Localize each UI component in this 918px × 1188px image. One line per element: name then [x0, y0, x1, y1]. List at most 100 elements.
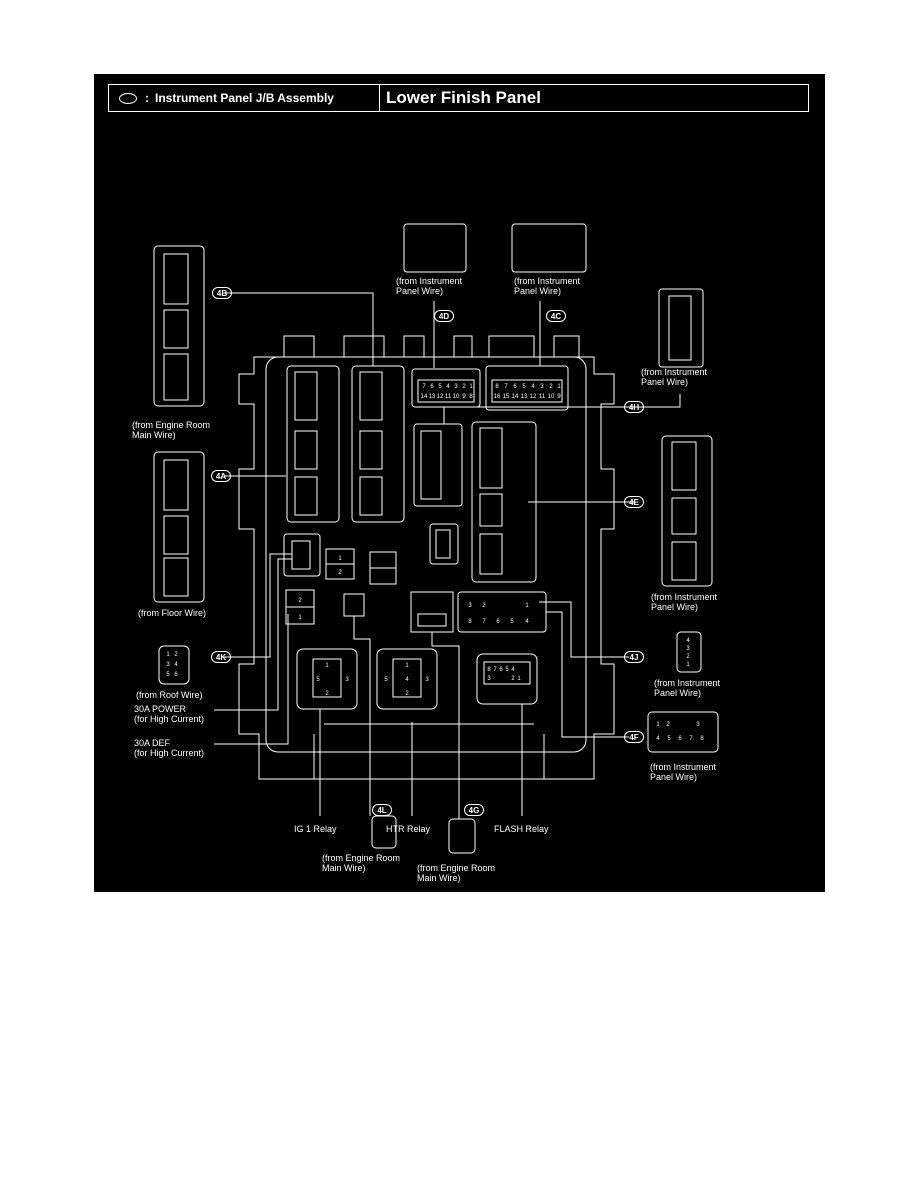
- badge-4a: 4A: [211, 470, 231, 482]
- c4d-pin: 14: [421, 394, 428, 400]
- c4d-pin: 4: [446, 384, 450, 390]
- c4c-pin: 1: [557, 384, 561, 390]
- c4d-pin: 5: [438, 384, 442, 390]
- relay-htr-pin: 3: [425, 677, 429, 683]
- relay-ig1-pin: 5: [316, 677, 320, 683]
- relay-flash-pin: 1: [517, 676, 521, 682]
- jb-4f-socket-pin: 4: [525, 619, 529, 625]
- relay-ig1-pin: 1: [325, 663, 329, 669]
- relay-htr-pin: 1: [405, 663, 409, 669]
- c4k-pin: 2: [174, 652, 178, 658]
- c4j-pin: 3: [686, 646, 690, 652]
- relay-flash-pin: 5: [505, 667, 509, 673]
- legend-box: : Instrument Panel J/B Assembly: [108, 84, 380, 112]
- c4k-pin: 1: [166, 652, 170, 658]
- c4c-pin: 12: [530, 394, 537, 400]
- badge-4f: 4F: [624, 731, 644, 743]
- badge-4b: 4B: [212, 287, 232, 299]
- c4c-pin: 2: [549, 384, 553, 390]
- c4j-pin: 4: [686, 638, 690, 644]
- junction-block-diagram: 1 5 3 2 1 5 4 3 2 8 7 6 5 4 3 2 1 1 2 3 …: [94, 74, 825, 892]
- c4j-pin: 1: [686, 662, 690, 668]
- badge-4j: 4J: [624, 651, 644, 663]
- small-fuse-a-pin: 1: [338, 556, 342, 562]
- label-ig1-relay: IG 1 Relay: [294, 824, 337, 834]
- relay-ig1-pin: 3: [345, 677, 349, 683]
- relay-flash-pin: 6: [499, 667, 503, 673]
- c4f-pin: 3: [696, 722, 700, 728]
- relay-htr: [376, 648, 438, 710]
- c4c-pin: 13: [521, 394, 528, 400]
- jb-4f-socket-pin: 6: [496, 619, 500, 625]
- legend-colon: :: [145, 91, 149, 105]
- badge-4h: 4H: [624, 401, 644, 413]
- c4d-pin: 12: [437, 394, 444, 400]
- relay-flash-pin: 3: [487, 676, 491, 682]
- badge-4e: 4E: [624, 496, 644, 508]
- location-title-box: Lower Finish Panel: [379, 84, 809, 112]
- c4f-pin: 4: [656, 736, 660, 742]
- junction-block-symbol-icon: [119, 92, 137, 104]
- legend-text: Instrument Panel J/B Assembly: [155, 91, 334, 105]
- c4k-pin: 5: [166, 672, 170, 678]
- jb-4f-socket-pin: 1: [525, 603, 529, 609]
- diagram-drawing: 1 5 3 2 1 5 4 3 2 8 7 6 5 4 3 2 1 1 2 3 …: [153, 223, 719, 854]
- badge-4g: 4G: [464, 804, 484, 816]
- relay-flash-pin: 2: [511, 676, 515, 682]
- small-fuse-b-pin: 1: [298, 615, 302, 621]
- c4d-pin: 6: [430, 384, 434, 390]
- c4f-pin: 2: [666, 722, 670, 728]
- c4d-pin: 10: [453, 394, 460, 400]
- label-30a-power: 30A POWER(for High Current): [134, 704, 205, 724]
- jb-4f-socket-pin: 5: [510, 619, 514, 625]
- relay-htr-pin: 2: [405, 691, 409, 697]
- badge-4d: 4D: [434, 310, 454, 322]
- relay-ig1-pin: 2: [325, 691, 329, 697]
- jb-4f-socket-pin: 7: [482, 619, 486, 625]
- c4c-pin: 7: [504, 384, 508, 390]
- c4c-pin: 15: [503, 394, 510, 400]
- c4c-pin: 8: [495, 384, 499, 390]
- relay-flash-pin: 4: [511, 667, 515, 673]
- relay-flash-pin: 8: [487, 667, 491, 673]
- c4c-pin: 14: [512, 394, 519, 400]
- c4c-pin: 6: [513, 384, 517, 390]
- c4k-pin: 3: [166, 662, 170, 668]
- c4f-pin: 1: [656, 722, 660, 728]
- badge-4l: 4L: [372, 804, 392, 816]
- label-30a-def: 30A DEF(for High Current): [134, 738, 205, 758]
- c4k-pin: 4: [174, 662, 178, 668]
- c4f-pin: 5: [667, 736, 671, 742]
- small-fuse-b-pin: 2: [298, 598, 302, 604]
- c4c-pin: 11: [539, 394, 546, 400]
- label-htr-relay: HTR Relay: [386, 824, 431, 834]
- c4d-pin: 9: [462, 394, 466, 400]
- label-4a-source: (from Floor Wire): [138, 608, 206, 618]
- c4d-pin: 2: [462, 384, 466, 390]
- label-4k-source: (from Roof Wire): [136, 690, 203, 700]
- relay-flash: [476, 653, 538, 705]
- c4f-pin: 8: [700, 736, 704, 742]
- c4f-pin: 6: [678, 736, 682, 742]
- label-flash-relay: FLASH Relay: [494, 824, 549, 834]
- c4d-pin: 1: [469, 384, 473, 390]
- c4d-pin: 8: [469, 394, 473, 400]
- c4d-pin: 7: [422, 384, 426, 390]
- relay-htr-pin: 5: [384, 677, 388, 683]
- badge-4k: 4K: [211, 651, 231, 663]
- c4k-pin: 6: [174, 672, 178, 678]
- jb-inner-panel: [265, 356, 587, 753]
- relay-flash-pin: 7: [493, 667, 497, 673]
- c4d-pin: 11: [445, 394, 452, 400]
- c4c-pin: 9: [557, 394, 561, 400]
- location-title: Lower Finish Panel: [386, 88, 541, 107]
- c4c-pin: 4: [531, 384, 535, 390]
